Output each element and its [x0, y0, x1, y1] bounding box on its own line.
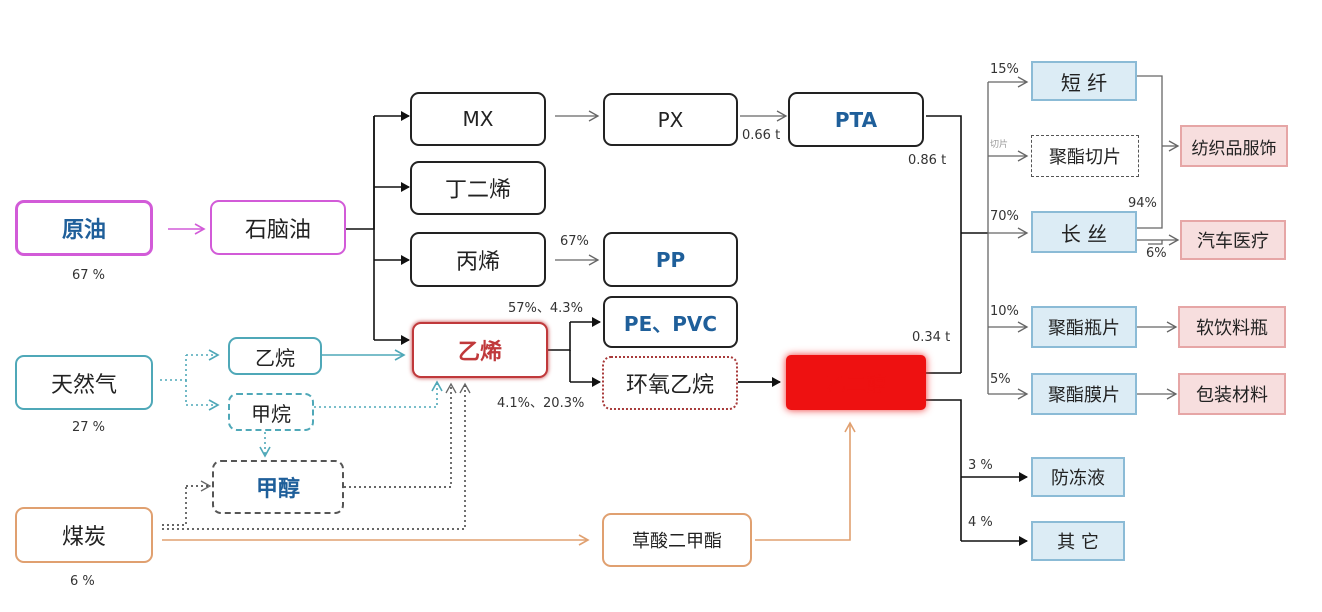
- label-gas-pct: 27 %: [72, 420, 106, 435]
- node-soft-drink-bottle: 软饮料瓶: [1178, 306, 1286, 348]
- node-crude-oil: 原油: [15, 200, 153, 256]
- node-dmo: 草酸二甲酯: [602, 513, 752, 567]
- node-ethylene: 乙烯: [412, 322, 548, 378]
- node-bottle-chip: 聚酯瓶片: [1031, 306, 1137, 348]
- node-pe-pvc: PE、PVC: [603, 296, 738, 348]
- label-auto-pct: 6%: [1146, 246, 1167, 261]
- label-crude-pct: 67 %: [72, 268, 106, 283]
- node-ethane: 乙烷: [228, 337, 322, 375]
- node-butadiene: 丁二烯: [410, 161, 546, 215]
- node-methanol: 甲醇: [212, 460, 344, 514]
- node-meg: 乙二醇: [786, 355, 926, 410]
- node-textile: 纺织品服饰: [1180, 125, 1288, 167]
- node-mx: MX: [410, 92, 546, 146]
- meg-label: 乙二醇: [826, 372, 886, 396]
- node-pta: PTA: [788, 92, 924, 147]
- node-pp: PP: [603, 232, 738, 287]
- label-chip-note: 切片: [990, 140, 1009, 150]
- node-naphtha: 石脑油: [210, 200, 346, 255]
- label-film-pct: 5%: [990, 372, 1011, 387]
- label-pta-ratio: 0.86 t: [908, 153, 947, 168]
- label-coal-pct: 6 %: [70, 574, 95, 589]
- node-auto-medical: 汽车医疗: [1180, 220, 1286, 260]
- label-bottle-pct: 10%: [990, 304, 1019, 319]
- node-px: PX: [603, 93, 738, 146]
- label-pe-pct: 57%、4.3%: [508, 301, 583, 316]
- node-methane: 甲烷: [228, 393, 314, 431]
- node-propylene: 丙烯: [410, 232, 546, 287]
- label-px-ratio: 0.66 t: [742, 128, 781, 143]
- node-film-chip: 聚酯膜片: [1031, 373, 1137, 415]
- node-coal: 煤炭: [15, 507, 153, 563]
- node-other: 其 它: [1031, 521, 1125, 561]
- label-pp-pct: 67%: [560, 234, 589, 249]
- node-antifreeze: 防冻液: [1031, 457, 1125, 497]
- node-natural-gas: 天然气: [15, 355, 153, 410]
- label-antifreeze-pct: 3 %: [968, 458, 993, 473]
- label-staple-pct: 15%: [990, 62, 1019, 77]
- label-other-pct: 4 %: [968, 515, 993, 530]
- label-filament-pct: 70%: [990, 209, 1019, 224]
- node-filament: 长 丝: [1031, 211, 1137, 253]
- label-textile-pct: 94%: [1128, 196, 1157, 211]
- node-staple-fiber: 短 纤: [1031, 61, 1137, 101]
- label-eo-pct: 4.1%、20.3%: [497, 396, 585, 411]
- label-meg-ratio: 0.34 t: [912, 330, 951, 345]
- node-packaging: 包装材料: [1178, 373, 1286, 415]
- node-ethylene-oxide: 环氧乙烷: [602, 356, 738, 410]
- node-polyester-chip: 聚酯切片: [1031, 135, 1139, 177]
